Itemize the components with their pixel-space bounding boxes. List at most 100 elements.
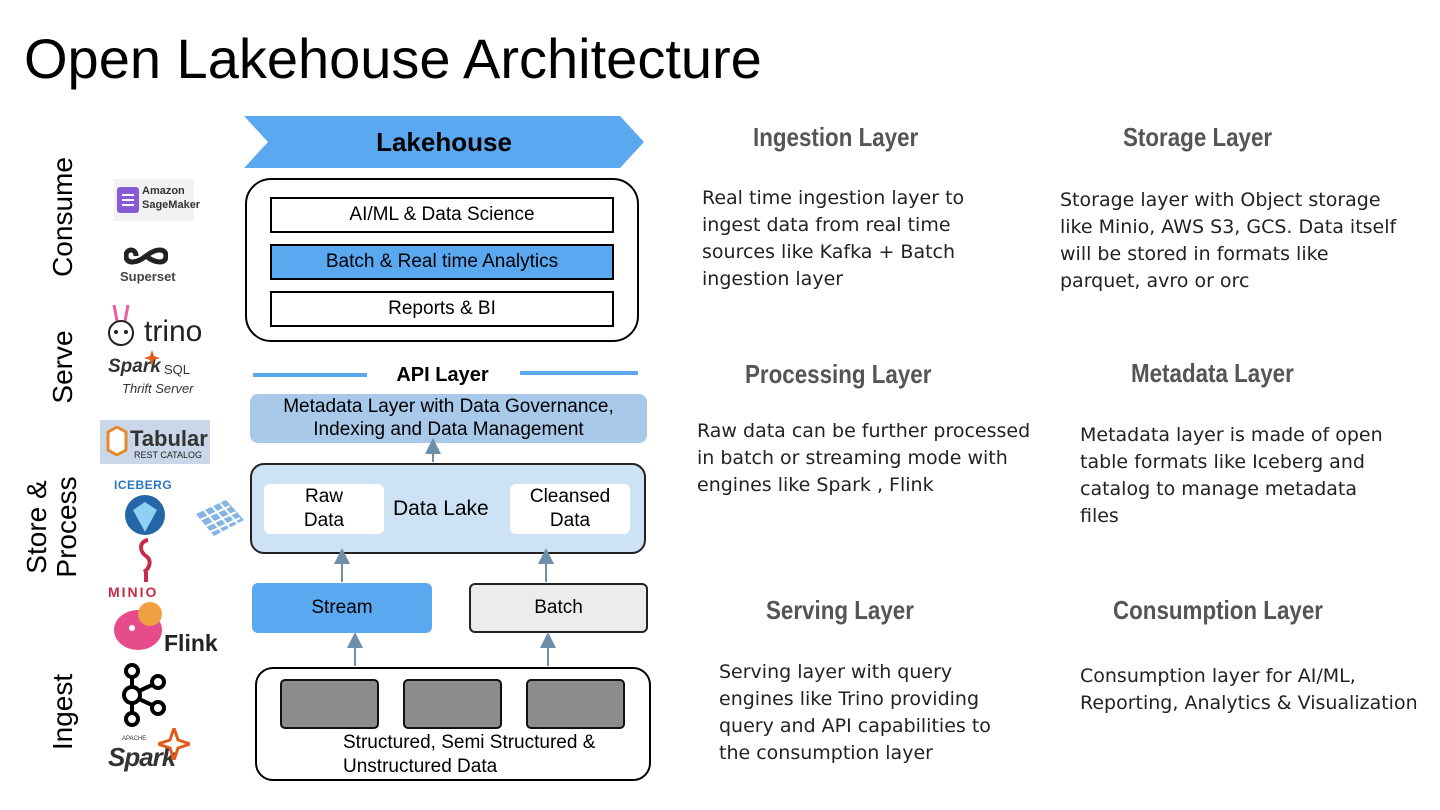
stage-store-line1: Store & bbox=[21, 480, 52, 574]
stage-ingest-label: Ingest bbox=[47, 673, 78, 751]
consumption-layer-text: Consumption layer for AI/ML, Reporting, … bbox=[1080, 663, 1418, 717]
stage-store-line2: Process bbox=[51, 476, 82, 578]
stage-serve-label: Serve bbox=[47, 330, 78, 404]
ingestion-layer-title: Ingestion Layer bbox=[753, 122, 919, 152]
serving-text-line: engines like Trino providing bbox=[719, 688, 980, 710]
data-sources-line2: Unstructured Data bbox=[343, 756, 498, 777]
consume-layer-box bbox=[245, 178, 639, 342]
sagemaker-icon bbox=[117, 187, 139, 213]
tabular-label: Tabular bbox=[130, 426, 208, 451]
iceberg-label: ICEBERG bbox=[114, 478, 173, 492]
cleansed-data-line1: Cleansed bbox=[529, 486, 611, 507]
sagemaker-line2: SageMaker bbox=[142, 199, 201, 211]
metadata-layer-text: Metadata layer is made of open table for… bbox=[1080, 422, 1383, 530]
metadata-layer-title: Metadata Layer bbox=[1131, 358, 1294, 388]
ingestion-text-line: ingest data from real time bbox=[702, 214, 951, 236]
sagemaker-logo: Amazon SageMaker bbox=[114, 179, 200, 221]
stage-store-process-label: Store & Process bbox=[21, 462, 82, 592]
spark-logo: APACHE Spark bbox=[108, 728, 192, 774]
cleansed-data-line2: Data bbox=[549, 510, 591, 531]
minio-label: MINIO bbox=[108, 584, 159, 600]
minio-logo: MINIO bbox=[108, 538, 184, 600]
metadata-text-line: catalog to manage metadata bbox=[1080, 478, 1358, 500]
trino-logo: trino bbox=[104, 303, 214, 351]
ingestion-text-line: ingestion layer bbox=[702, 268, 844, 290]
data-sources-box bbox=[255, 667, 651, 781]
iceberg-logo: ICEBERG bbox=[112, 478, 182, 536]
iceberg-icon bbox=[125, 495, 165, 535]
superset-icon bbox=[124, 247, 168, 265]
metadata-line1: Metadata Layer with Data Governance, bbox=[283, 396, 614, 417]
spark-star-large-icon bbox=[158, 728, 190, 760]
trino-bunny-icon bbox=[108, 304, 134, 346]
reports-bi-box: Reports & BI bbox=[270, 291, 614, 327]
spark-sql-sql: SQL bbox=[164, 362, 191, 377]
storage-layer-title: Storage Layer bbox=[1123, 122, 1273, 152]
ingestion-text-line: Real time ingestion layer to bbox=[702, 187, 965, 209]
processing-layer-title: Processing Layer bbox=[745, 359, 932, 389]
flink-squirrel-icon bbox=[114, 602, 162, 650]
kafka-icon bbox=[122, 663, 166, 727]
raw-data-box: Raw Data bbox=[264, 484, 384, 534]
superset-logo: Superset bbox=[116, 245, 176, 287]
serving-layer-text: Serving layer with query engines like Tr… bbox=[719, 659, 991, 767]
flink-label: Flink bbox=[164, 630, 218, 656]
tabular-logo: Tabular REST CATALOG bbox=[100, 420, 210, 464]
ingestion-layer-text: Real time ingestion layer to ingest data… bbox=[702, 185, 964, 293]
spark-sql-logo: Spark SQL Thrift Server bbox=[106, 350, 206, 398]
data-source-block bbox=[403, 679, 502, 729]
trino-label: trino bbox=[144, 315, 203, 348]
raw-data-line2: Data bbox=[303, 510, 345, 531]
data-sources-line1: Structured, Semi Structured & bbox=[343, 732, 596, 753]
batch-realtime-analytics-box: Batch & Real time Analytics bbox=[270, 244, 614, 280]
cleansed-data-box: Cleansed Data bbox=[510, 484, 630, 534]
processing-text-line: Raw data can be further processed bbox=[697, 420, 1031, 442]
metadata-text-line: table formats like Iceberg and bbox=[1080, 451, 1365, 473]
api-layer-line-left bbox=[253, 373, 367, 377]
storage-text-line: parquet, avro or orc bbox=[1060, 270, 1250, 292]
processing-text-line: engines like Spark , Flink bbox=[697, 474, 934, 496]
data-source-block bbox=[526, 679, 625, 729]
spark-sql-thrift: Thrift Server bbox=[122, 381, 194, 396]
serving-text-line: query and API capabilities to bbox=[719, 715, 991, 737]
minio-flamingo-icon bbox=[139, 538, 152, 582]
data-lake-label: Data Lake bbox=[393, 497, 489, 520]
stream-box: Stream bbox=[252, 583, 432, 633]
serving-text-line: Serving layer with query bbox=[719, 661, 953, 683]
processing-layer-text: Raw data can be further processed in bat… bbox=[697, 418, 1030, 499]
lakehouse-banner-label: Lakehouse bbox=[376, 127, 512, 157]
spark-apache-label: APACHE bbox=[122, 736, 147, 742]
data-source-block bbox=[280, 679, 379, 729]
page-title: Open Lakehouse Architecture bbox=[24, 27, 762, 90]
serving-layer-title: Serving Layer bbox=[766, 595, 914, 625]
sagemaker-line1: Amazon bbox=[142, 185, 185, 197]
flink-logo: Flink bbox=[110, 598, 220, 656]
tabular-sublabel: REST CATALOG bbox=[134, 450, 203, 460]
consumption-text-line: Consumption layer for AI/ML, bbox=[1080, 665, 1356, 687]
lakehouse-banner bbox=[244, 116, 644, 168]
storage-text-line: Storage layer with Object storage bbox=[1060, 189, 1381, 211]
iceberg-grid-icon bbox=[196, 500, 244, 536]
raw-data-line1: Raw bbox=[304, 486, 343, 507]
consumption-text-line: Reporting, Analytics & Visualization bbox=[1080, 692, 1418, 714]
tabular-icon bbox=[106, 426, 128, 456]
api-layer-line-right bbox=[520, 371, 638, 375]
superset-label: Superset bbox=[120, 269, 176, 284]
consumption-layer-title: Consumption Layer bbox=[1113, 595, 1323, 625]
api-layer-label: API Layer bbox=[396, 364, 489, 386]
processing-text-line: in batch or streaming mode with bbox=[697, 447, 1008, 469]
batch-box: Batch bbox=[469, 583, 648, 633]
storage-text-line: will be stored in formats like bbox=[1060, 243, 1329, 265]
ai-ml-data-science-box: AI/ML & Data Science bbox=[270, 197, 614, 233]
metadata-layer-box: Metadata Layer with Data Governance, Ind… bbox=[250, 394, 647, 443]
storage-layer-text: Storage layer with Object storage like M… bbox=[1060, 187, 1396, 295]
spark-star-icon bbox=[144, 350, 160, 366]
serving-text-line: the consumption layer bbox=[719, 742, 933, 764]
metadata-text-line: Metadata layer is made of open bbox=[1080, 424, 1383, 446]
metadata-text-line: files bbox=[1080, 505, 1119, 527]
stage-consume-label: Consume bbox=[47, 157, 78, 277]
data-sources-label: Structured, Semi Structured & Unstructur… bbox=[343, 731, 595, 779]
spark-sql-spark: Spark bbox=[108, 356, 161, 377]
ingestion-text-line: sources like Kafka + Batch bbox=[702, 241, 956, 263]
storage-text-line: like Minio, AWS S3, GCS. Data itself bbox=[1060, 216, 1397, 238]
